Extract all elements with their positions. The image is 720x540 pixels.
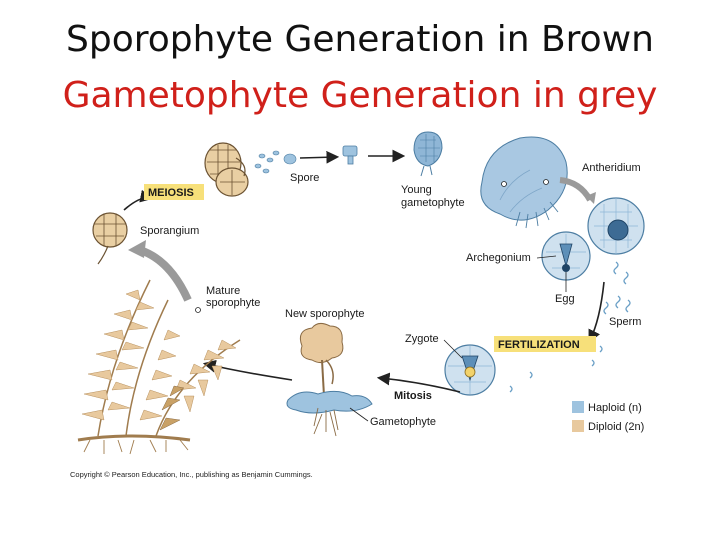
mature-sporophyte-fern-illustration xyxy=(77,279,241,455)
diploid-swatch xyxy=(572,420,584,432)
mitosis-label: Mitosis xyxy=(394,390,432,402)
diploid-legend-label: Diploid (2n) xyxy=(588,421,644,433)
arrow-zygote-to-mitosis xyxy=(376,372,461,393)
new-sporophyte-label: New sporophyte xyxy=(285,308,365,320)
title-line-1: Sporophyte Generation in Brown xyxy=(66,19,654,60)
mature-sporophyte-label-line2: sporophyte xyxy=(206,297,260,309)
arrow-to-mature-sporophyte xyxy=(202,359,293,381)
gametophyte-base-illustration xyxy=(286,390,373,437)
archegonium-label: Archegonium xyxy=(466,252,531,264)
egg-label: Egg xyxy=(555,293,575,305)
sperm-illustration xyxy=(509,261,631,393)
germinating-spore-icon xyxy=(342,145,358,165)
spore-label: Spore xyxy=(290,172,319,184)
antheridium-label: Antheridium xyxy=(582,162,641,174)
sporangium-illustration xyxy=(92,212,128,265)
mature-gametophyte-illustration xyxy=(480,136,568,229)
meiosis-label: MEIOSIS xyxy=(148,187,194,199)
young-gametophyte-illustration xyxy=(413,131,443,177)
arrow-to-antheridium xyxy=(559,177,593,202)
arrow-to-fertilization xyxy=(588,281,605,343)
zygote-label: Zygote xyxy=(405,333,439,345)
archegonium-illustration xyxy=(541,231,591,281)
title-line-2: Gametophyte Generation in grey xyxy=(62,75,658,116)
haploid-swatch xyxy=(572,401,584,413)
young-gametophyte-label-line2: gametophyte xyxy=(401,197,465,209)
gametophyte-label: Gametophyte xyxy=(370,416,436,428)
fertilization-label: FERTILIZATION xyxy=(498,339,580,351)
arrow-sporophyte-to-sporangium xyxy=(138,246,192,302)
copyright-notice: Copyright © Pearson Education, Inc., pub… xyxy=(70,470,313,479)
new-sporophyte-illustration xyxy=(299,322,344,397)
meiosis-box xyxy=(144,184,204,200)
sperm-label: Sperm xyxy=(609,316,641,328)
young-gametophyte-label-line1: Young xyxy=(401,184,432,196)
arrow-spore-to-gametophyte xyxy=(299,150,340,164)
sporangium-open-illustration xyxy=(204,142,249,197)
mature-sporophyte-label-line1: Mature xyxy=(206,285,240,297)
fertilization-box xyxy=(494,336,596,352)
antheridium-illustration xyxy=(587,197,645,255)
zygote-illustration xyxy=(444,344,496,396)
haploid-legend-label: Haploid (n) xyxy=(588,402,642,414)
legend: Haploid (n) Diploid (2n) xyxy=(572,401,644,433)
spores-illustration xyxy=(254,150,297,174)
sporangium-label: Sporangium xyxy=(140,225,199,237)
